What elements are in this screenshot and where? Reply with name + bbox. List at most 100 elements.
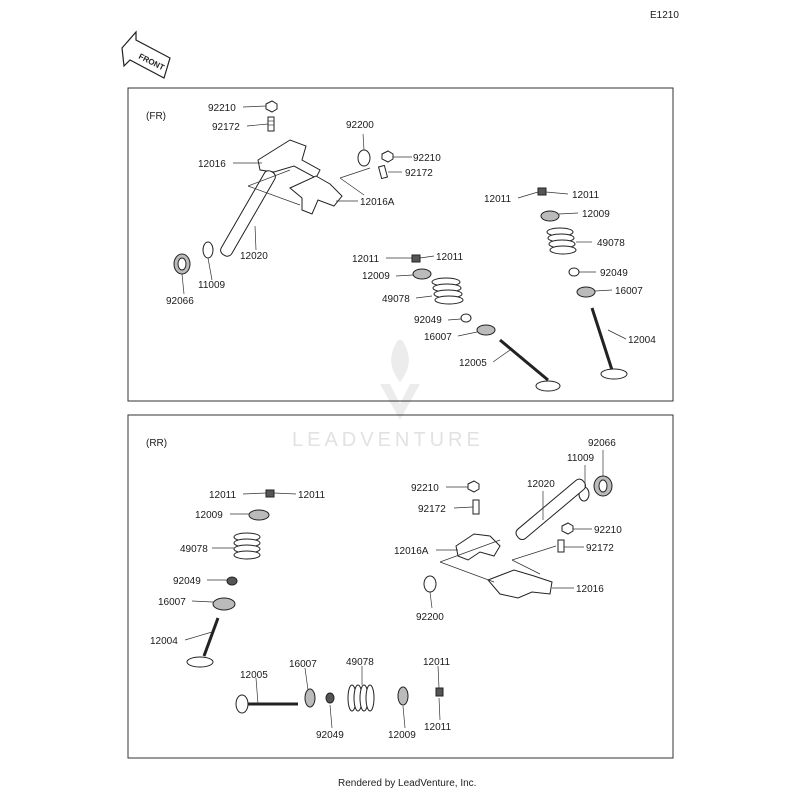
adjust-screw bbox=[472, 499, 480, 515]
part-label: 12016A bbox=[360, 197, 395, 208]
part-label: 49078 bbox=[597, 238, 625, 249]
panel-rr-tag: (RR) bbox=[146, 438, 167, 449]
part-label: 92066 bbox=[588, 438, 616, 449]
part-label: 12005 bbox=[459, 358, 487, 369]
panel-rr-frame bbox=[127, 414, 674, 759]
part-label: 92172 bbox=[586, 543, 614, 554]
part-label: 16007 bbox=[158, 597, 186, 608]
part-label: 12009 bbox=[195, 510, 223, 521]
valve-seal bbox=[325, 692, 335, 704]
spring-seat bbox=[304, 688, 316, 708]
part-label: 12009 bbox=[388, 730, 416, 741]
part-label: 12011 bbox=[424, 722, 452, 733]
part-label: 92200 bbox=[416, 612, 444, 623]
cotter bbox=[265, 489, 275, 498]
part-label: 49078 bbox=[180, 544, 208, 555]
spring-seat bbox=[476, 324, 496, 336]
washer bbox=[357, 149, 371, 167]
part-label: 92049 bbox=[600, 268, 628, 279]
part-label: 12009 bbox=[362, 271, 390, 282]
part-label: 12020 bbox=[527, 479, 555, 490]
part-label: 12016A bbox=[394, 546, 429, 557]
part-label: 92210 bbox=[413, 153, 441, 164]
panel-fr-tag: (FR) bbox=[146, 111, 166, 122]
part-label: 92172 bbox=[212, 122, 240, 133]
valve-spring bbox=[546, 227, 577, 255]
spring-seat bbox=[212, 597, 236, 611]
adjust-screw bbox=[267, 116, 275, 132]
part-label: 12016 bbox=[576, 584, 604, 595]
part-label: 92066 bbox=[166, 296, 194, 307]
part-label: 16007 bbox=[615, 286, 643, 297]
cotter bbox=[435, 687, 444, 697]
retainer bbox=[412, 268, 432, 280]
panel-fr: (FR) bbox=[127, 87, 674, 402]
valve-head bbox=[186, 656, 214, 668]
retainer bbox=[397, 686, 409, 706]
watermark-text: LEADVENTURE bbox=[292, 429, 484, 451]
valve-head bbox=[235, 694, 249, 714]
front-arrow-icon: FRONT bbox=[121, 30, 171, 79]
rocker-shaft bbox=[515, 478, 587, 541]
part-label: 92210 bbox=[208, 103, 236, 114]
part-label: 92200 bbox=[346, 120, 374, 131]
valve-seal bbox=[568, 267, 580, 277]
retainer bbox=[248, 509, 270, 521]
part-label: 12004 bbox=[628, 335, 656, 346]
nut bbox=[265, 100, 278, 113]
part-label: 92172 bbox=[418, 504, 446, 515]
nut bbox=[467, 480, 480, 493]
part-label: 92210 bbox=[411, 483, 439, 494]
part-label: 12020 bbox=[240, 251, 268, 262]
part-label: 12011 bbox=[436, 252, 464, 263]
part-label: 16007 bbox=[289, 659, 317, 670]
part-label: 11009 bbox=[198, 280, 226, 291]
panel-fr-frame bbox=[127, 87, 674, 402]
adjust-screw bbox=[557, 539, 565, 553]
part-label: 12011 bbox=[423, 657, 451, 668]
leader-lines-fr bbox=[181, 105, 627, 363]
nut bbox=[561, 522, 574, 535]
retainer bbox=[540, 210, 560, 222]
part-label: 11009 bbox=[567, 453, 595, 464]
cotter bbox=[411, 254, 421, 263]
valve-seal bbox=[226, 576, 238, 586]
page-code: E1210 bbox=[650, 10, 679, 21]
valve-spring bbox=[347, 684, 375, 712]
leader-lines-rr bbox=[184, 450, 604, 729]
footer-credit: Rendered by LeadVenture, Inc. bbox=[338, 778, 476, 789]
part-label: 12011 bbox=[298, 490, 326, 501]
valve-stem bbox=[202, 617, 220, 657]
part-label: 12011 bbox=[209, 490, 237, 501]
o-ring bbox=[202, 241, 214, 259]
part-label: 12011 bbox=[352, 254, 380, 265]
valve-spring bbox=[431, 277, 464, 305]
part-label: 12016 bbox=[198, 159, 226, 170]
part-label: 12009 bbox=[582, 209, 610, 220]
part-label: 12011 bbox=[572, 190, 600, 201]
part-label: 92049 bbox=[414, 315, 442, 326]
part-label: 49078 bbox=[346, 657, 374, 668]
part-label: 92049 bbox=[173, 576, 201, 587]
part-label: 12005 bbox=[240, 670, 268, 681]
cotter bbox=[537, 187, 547, 196]
panel-rr: (RR) bbox=[127, 414, 674, 759]
adjust-screw bbox=[377, 164, 389, 180]
rocker-shaft bbox=[220, 170, 276, 257]
part-label: 49078 bbox=[382, 294, 410, 305]
valve-stem bbox=[590, 307, 614, 371]
rocker-arm-a bbox=[289, 175, 343, 215]
valve-seal bbox=[460, 313, 472, 323]
part-label: 92049 bbox=[316, 730, 344, 741]
part-label: 92172 bbox=[405, 168, 433, 179]
valve-spring bbox=[233, 532, 261, 560]
spring-seat bbox=[576, 286, 596, 298]
part-label: 12004 bbox=[150, 636, 178, 647]
valve-stem bbox=[499, 338, 549, 382]
rocker-arm bbox=[487, 569, 553, 599]
part-label: 12011 bbox=[484, 194, 512, 205]
part-label: 92210 bbox=[594, 525, 622, 536]
rocker-arm-a bbox=[455, 533, 501, 561]
washer bbox=[423, 575, 437, 593]
